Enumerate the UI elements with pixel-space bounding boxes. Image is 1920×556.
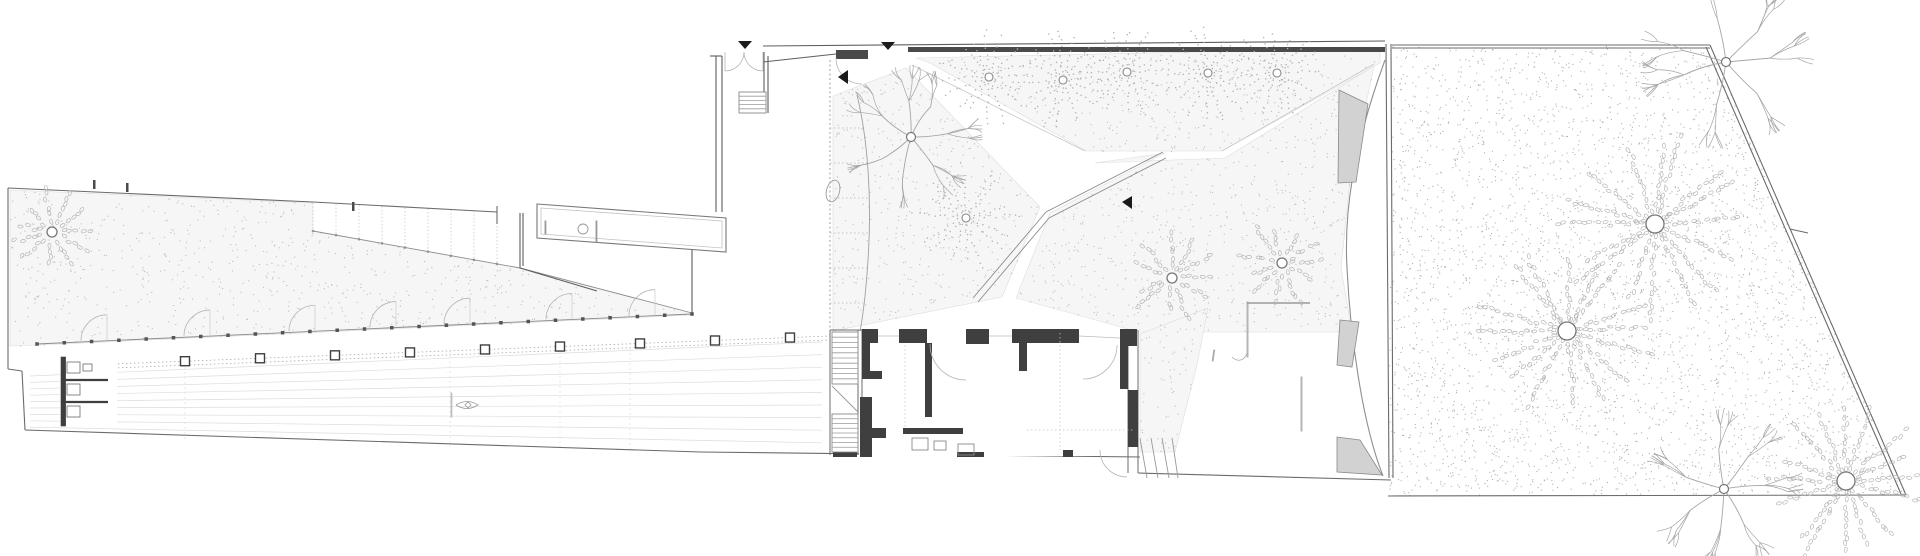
hall-floor-planks [29,341,823,444]
tree-leaf-3 [1475,253,1655,410]
left-terrace-stipple [9,189,693,347]
restroom-fixtures [66,361,93,418]
bar-counter [536,203,727,253]
tree-radial-2 [1012,30,1109,128]
house-fill [859,331,1138,456]
terrace-grill [1211,349,1216,362]
restrooms-west-dividers [62,378,108,404]
perimeter-wall-heavy [908,47,1385,52]
courtyard-stipple-left [832,67,1041,332]
chevron-canopy [972,151,1167,303]
garden-steps [1139,437,1179,479]
stair-main-lower [831,413,859,453]
terrace-grill-cord [1231,352,1248,361]
path-edges [911,63,1375,152]
stair-entry [738,91,767,114]
stair-cut [831,385,859,413]
house-dotted-guides [904,333,1133,450]
tree-branch-2 [1640,0,1815,149]
gate-wedges [1336,89,1383,476]
tree-branch-3 [1649,409,1804,556]
tree-leaf-4 [1765,405,1920,556]
bar-counter-table [595,220,598,243]
courtyard-stipple-east-wedge [1139,307,1209,453]
tree-leaf-2 [1555,132,1741,324]
house-windows [878,335,1121,339]
terrace-table [1246,301,1249,358]
bar-basin [577,223,589,235]
rear-garden-stipple [1389,46,1903,497]
tree-radial-3 [1079,31,1172,116]
gate-pillar [836,50,868,59]
tree-leaf-1 [11,184,94,267]
restrooms-west-bg [60,356,117,427]
terrace-bench [1300,376,1303,432]
pergola-ties [830,127,870,304]
ramp-wedge [313,203,520,268]
arcade [35,289,694,346]
tree-leaf-5 [1133,229,1214,321]
stair-main-upper [831,331,859,385]
entry-markers [738,41,1132,209]
bar-counter-inner [540,207,723,249]
restrooms-west-walls [60,356,66,427]
tree-leaf-6 [1236,224,1324,306]
boundary-stubs [93,180,355,211]
hall-floor-dividers [184,343,631,449]
tree-radial-6 [911,170,1020,269]
tree-radial-1 [939,29,1037,125]
bar-sink [544,220,547,235]
house-fixtures [911,437,975,456]
tree-branch-1 [846,65,983,209]
garden-bed-edge [856,94,870,333]
rug-motif [455,401,479,409]
vestibule-walls [519,40,1386,313]
rug [450,392,453,418]
stone [825,179,841,203]
house-walls [833,329,1138,457]
tree-radial-4 [1165,26,1254,121]
tree-radial-5 [1231,33,1320,114]
